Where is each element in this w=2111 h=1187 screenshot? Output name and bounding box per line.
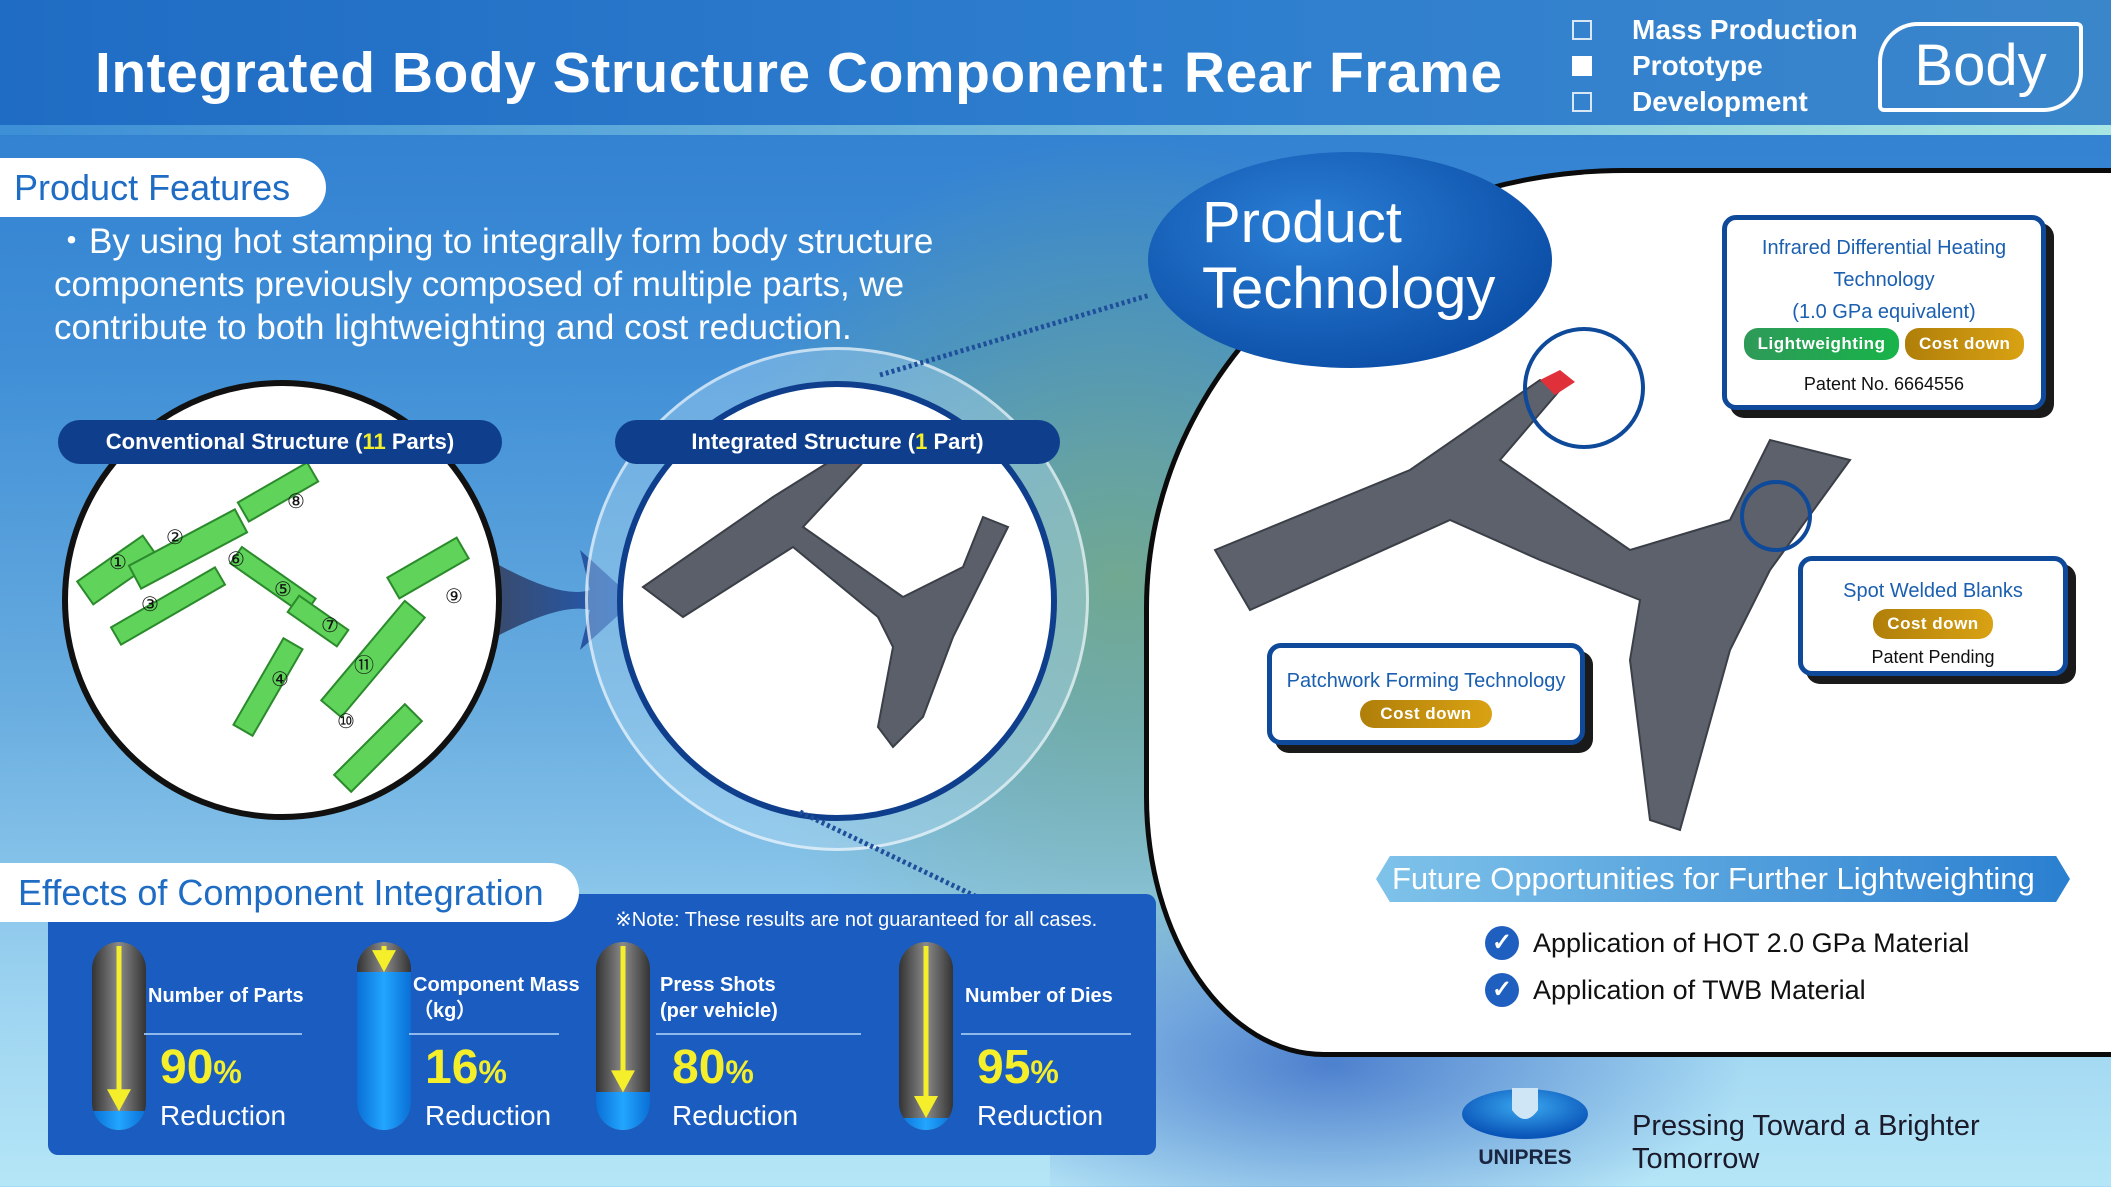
category-tag: Body xyxy=(1878,22,2083,112)
part-number: ⑤ xyxy=(274,577,292,601)
effect-label: Number of Parts xyxy=(148,985,304,1007)
effect-percentage: 80% xyxy=(672,1041,754,1094)
effect-reduction-label: Reduction xyxy=(425,1100,552,1131)
gauge-remaining-fill xyxy=(92,1111,146,1130)
effect-reduction-label: Reduction xyxy=(977,1100,1104,1131)
header-bar xyxy=(0,0,2111,133)
svg-text:UNIPRES: UNIPRES xyxy=(1478,1146,1571,1168)
future-item: ✓ Application of HOT 2.0 GPa Material xyxy=(1485,926,1969,960)
patent-number: Patent No. 6664556 xyxy=(1803,374,1965,394)
part-number: ③ xyxy=(141,592,159,616)
integrated-structure-label: Integrated Structure (1 Part) xyxy=(615,420,1060,464)
arrow-down-icon xyxy=(914,946,938,1118)
callout-title: Spot Welded Blanks xyxy=(1843,580,2023,602)
header-strip xyxy=(0,125,2111,135)
callout-title: Technology xyxy=(1833,269,1935,291)
stage-label: Mass Production xyxy=(1632,14,1858,45)
cost-down-tag: Cost down xyxy=(1360,700,1492,728)
checkmark-icon: ✓ xyxy=(1485,926,1519,960)
part-number: ⑦ xyxy=(321,613,339,637)
part-number: ④ xyxy=(271,667,289,691)
arrow-down-icon xyxy=(372,946,396,973)
effect-percentage: 90% xyxy=(160,1041,242,1094)
reduction-gauge xyxy=(899,942,953,1130)
conventional-parts-diagram: ① ② ③ ④ ⑤ ⑥ ⑦ ⑧ ⑨ ⑩ ⑪ xyxy=(75,461,471,794)
stage-label: Development xyxy=(1632,86,1808,117)
future-item: ✓ Application of TWB Material xyxy=(1485,973,1866,1007)
part-number: ① xyxy=(109,550,127,574)
effect-percentage: 16% xyxy=(425,1041,507,1094)
divider xyxy=(144,1033,302,1035)
callout-title: Infrared Differential Heating xyxy=(1761,237,2007,259)
tagline: Pressing Toward a Brighter Tomorrow xyxy=(1632,1110,1980,1175)
spot-weld-highlight-circle xyxy=(1740,480,1812,552)
future-item-text: Application of HOT 2.0 GPa Material xyxy=(1533,927,1970,958)
stage-mass-production: Mass Production xyxy=(1572,14,1858,46)
stage-label: Prototype xyxy=(1632,50,1763,81)
cost-down-tag: Cost down xyxy=(1905,328,2025,360)
page-title: Integrated Body Structure Component: Rea… xyxy=(95,41,1503,105)
effect-reduction-label: Reduction xyxy=(672,1100,799,1131)
future-opportunities-banner: Future Opportunities for Further Lightwe… xyxy=(1376,856,2070,902)
spot-welded-callout: Spot Welded Blanks Cost down Patent Pend… xyxy=(1798,556,2068,676)
arrow-down-icon xyxy=(107,946,131,1112)
callout-title: Patchwork Forming Technology xyxy=(1286,670,1566,692)
divider xyxy=(656,1033,861,1035)
patent-status: Patent Pending xyxy=(1871,647,1995,667)
future-item-text: Application of TWB Material xyxy=(1533,974,1866,1005)
stage-prototype: Prototype xyxy=(1572,50,1763,82)
reduction-gauge xyxy=(596,942,650,1130)
reduction-gauge xyxy=(357,942,411,1130)
cost-down-tag: Cost down xyxy=(1873,609,1993,639)
checkbox-icon xyxy=(1572,20,1592,40)
gauge-remaining-fill xyxy=(357,972,411,1130)
product-features-heading: Product Features xyxy=(0,158,326,217)
part-number: ⑧ xyxy=(287,489,305,513)
checkbox-checked-icon xyxy=(1572,56,1592,76)
unipres-logo: UNIPRES xyxy=(1462,1088,1588,1168)
divider xyxy=(409,1033,559,1035)
effect-percentage: 95% xyxy=(977,1041,1059,1094)
callout-subtitle: (1.0 GPa equivalent) xyxy=(1792,301,1976,323)
reduction-gauge xyxy=(92,942,146,1130)
effects-note: ※Note: These results are not guaranteed … xyxy=(615,909,1098,931)
effect-reduction-label: Reduction xyxy=(160,1100,287,1131)
gauge-remaining-fill xyxy=(899,1118,953,1130)
effect-label: Component Mass（kg） xyxy=(413,974,580,1022)
infrared-heating-callout: Infrared Differential Heating Technology… xyxy=(1722,215,2046,410)
divider xyxy=(961,1033,1131,1035)
effects-heading: Effects of Component Integration xyxy=(0,863,579,922)
conventional-structure-label: Conventional Structure (11 Parts) xyxy=(58,420,502,464)
part-number: ② xyxy=(166,525,184,549)
part-number: ⑨ xyxy=(445,584,463,608)
patchwork-forming-callout: Patchwork Forming Technology Cost down xyxy=(1267,643,1585,745)
part-number: ⑩ xyxy=(337,709,355,733)
stage-development: Development xyxy=(1572,86,1808,118)
effect-label: Press Shots (per vehicle) xyxy=(660,974,778,1022)
effect-label: Number of Dies xyxy=(965,985,1113,1007)
checkmark-icon: ✓ xyxy=(1485,973,1519,1007)
part-number: ⑥ xyxy=(227,547,245,571)
infrared-highlight-circle xyxy=(1523,327,1645,449)
gauge-remaining-fill xyxy=(596,1092,650,1130)
arrow-down-icon xyxy=(611,946,635,1093)
lightweighting-tag: Lightweighting xyxy=(1743,328,1900,360)
checkbox-icon xyxy=(1572,92,1592,112)
part-number: ⑪ xyxy=(354,653,374,677)
product-features-text: ・By using hot stamping to integrally for… xyxy=(54,222,934,347)
